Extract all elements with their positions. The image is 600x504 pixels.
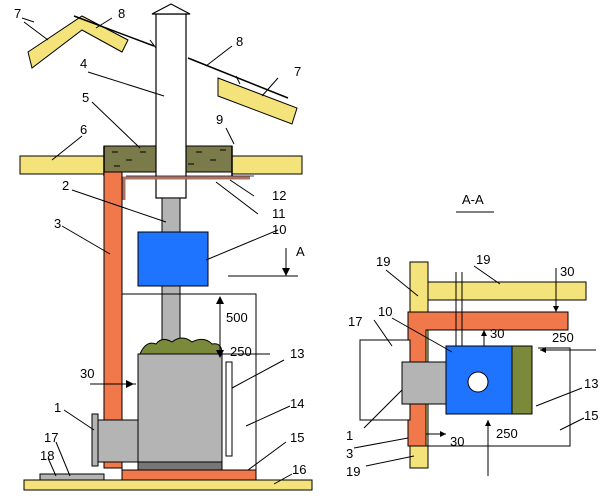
label-15: 15: [290, 430, 304, 445]
roof-left-panel: [27, 15, 129, 69]
label-19-bottom: 19: [346, 464, 360, 479]
chimney-insulated-pipe: [155, 13, 187, 199]
wall-beam-horizontal: [427, 281, 587, 301]
label-4: 4: [80, 56, 87, 71]
label-3-right: 3: [346, 446, 353, 461]
label-13: 13: [290, 346, 304, 361]
label-2: 2: [62, 178, 69, 193]
label-1: 1: [54, 400, 61, 415]
label-11: 11: [272, 206, 286, 221]
floor-board: [23, 479, 313, 491]
firebox-tunnel: [95, 419, 139, 463]
leader-lines-right: [353, 265, 585, 467]
insulation-texture: [112, 149, 226, 167]
roofing-sheet-right: [187, 57, 289, 99]
stove-side-screen: [225, 361, 233, 457]
label-10-right: 10: [378, 304, 392, 319]
dim-250-bottom: 250: [496, 426, 518, 441]
roof-right-panel: [217, 77, 298, 125]
leader-lines-left: [21, 17, 293, 485]
label-9: 9: [216, 112, 223, 127]
dim-30-left: 30: [80, 366, 94, 381]
chimney-cap: [151, 3, 191, 15]
dim-250: 250: [230, 344, 252, 359]
label-7-left: 7: [14, 6, 21, 21]
heater-stones: [139, 337, 223, 355]
label-5: 5: [82, 90, 89, 105]
dim-30-bottom: 30: [450, 434, 464, 449]
heat-shield-ceiling: [122, 176, 250, 200]
pre-furnace-sheet: [39, 473, 105, 481]
label-10: 10: [272, 222, 286, 237]
section-title: A-A: [462, 192, 484, 207]
label-19-top-left: 19: [376, 254, 390, 269]
section-marker-a: A: [296, 244, 305, 259]
label-16: 16: [292, 462, 306, 477]
label-8-left: 8: [118, 6, 125, 21]
heater-stones-section: [511, 345, 533, 415]
label-14: 14: [290, 396, 304, 411]
sauna-wall-section: [426, 347, 571, 447]
roofing-sheet: [73, 15, 155, 47]
label-15-right: 15: [584, 408, 598, 423]
dimension-lines-right: [426, 268, 596, 476]
brick-corner-wall: [407, 311, 569, 447]
label-6: 6: [80, 122, 87, 137]
firebox-tunnel-section: [401, 361, 447, 405]
chimney-opening: [467, 371, 489, 393]
label-8-right: 8: [236, 34, 243, 49]
dim-30-top: 30: [560, 264, 574, 279]
label-12: 12: [272, 188, 286, 203]
stove-base: [137, 461, 223, 471]
label-13-right: 13: [584, 376, 598, 391]
dim-500: 500: [226, 310, 248, 325]
floor-protection-sheet: [121, 469, 257, 481]
firebox-door: [91, 413, 99, 467]
label-7-right: 7: [294, 64, 301, 79]
label-1-right: 1: [346, 428, 353, 443]
label-17: 17: [44, 430, 58, 445]
dim-30-tank: 30: [490, 326, 504, 341]
stove-body: [137, 353, 223, 465]
label-19-top-right: 19: [476, 252, 490, 267]
ceiling-beam-right: [231, 155, 303, 175]
label-17-right: 17: [348, 314, 362, 329]
dim-250-side: 250: [552, 330, 574, 345]
label-18: 18: [40, 448, 54, 463]
label-3: 3: [54, 216, 61, 231]
water-tank: [137, 231, 209, 287]
ceiling-beam-left: [19, 155, 105, 175]
